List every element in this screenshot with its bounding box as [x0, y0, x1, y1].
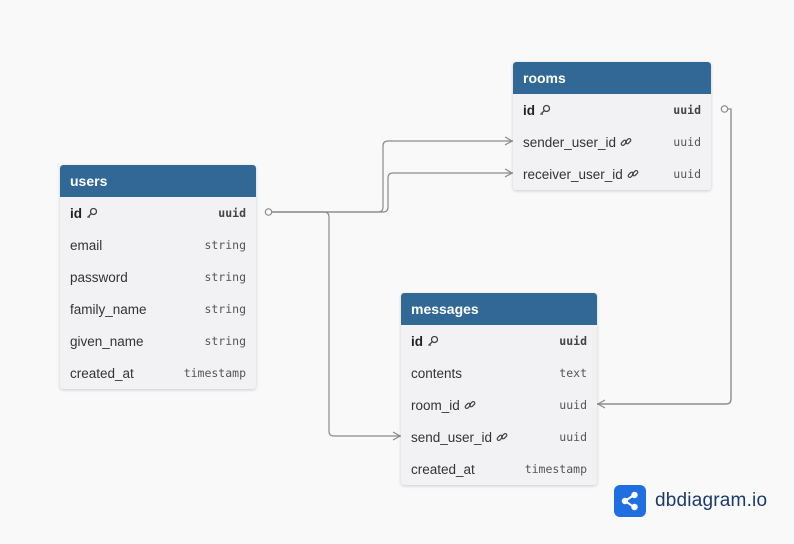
column-users-password[interactable]: password string [60, 261, 256, 293]
many-end-marker-messages-room [596, 399, 606, 409]
column-users-id[interactable]: id uuid [60, 197, 256, 229]
one-end-marker-users-id [264, 208, 273, 216]
column-users-email[interactable]: email string [60, 229, 256, 261]
column-name: created_at [70, 366, 134, 381]
column-name: room_id [411, 398, 476, 413]
column-name: id [411, 334, 439, 349]
column-name: password [70, 270, 128, 285]
relationship-rooms-messages-room-line [597, 108, 732, 405]
column-name-text: given_name [70, 333, 144, 349]
link-icon [496, 431, 508, 443]
column-name-text: id [411, 333, 423, 349]
column-type: uuid [559, 334, 587, 348]
link-icon [620, 136, 632, 148]
column-users-family_name[interactable]: family_name string [60, 293, 256, 325]
column-rooms-id[interactable]: id uuid [513, 94, 711, 126]
column-name-text: send_user_id [411, 429, 493, 445]
column-name: contents [411, 366, 462, 381]
link-icon [464, 399, 476, 411]
column-messages-id[interactable]: id uuid [401, 325, 597, 357]
column-messages-contents[interactable]: contents text [401, 357, 597, 389]
key-icon [427, 335, 439, 347]
column-name-text: password [70, 269, 128, 285]
column-type: string [204, 238, 246, 252]
column-name-text: id [523, 102, 535, 118]
column-type: uuid [218, 206, 246, 220]
column-name-text: created_at [411, 461, 475, 477]
many-end-marker-rooms-receiver [504, 168, 514, 178]
column-name: email [70, 238, 102, 253]
column-type: string [204, 302, 246, 316]
table-header-messages[interactable]: messages [401, 293, 597, 325]
column-type: uuid [673, 135, 701, 149]
column-rooms-sender_user_id[interactable]: sender_user_id uuid [513, 126, 711, 158]
column-name-text: room_id [411, 397, 460, 413]
relationship-users-rooms-sender [272, 140, 513, 213]
column-type: uuid [673, 167, 701, 181]
column-name: family_name [70, 302, 147, 317]
column-messages-room_id[interactable]: room_id uuid [401, 389, 597, 421]
column-type: string [204, 270, 246, 284]
column-users-created_at[interactable]: created_at timestamp [60, 357, 256, 389]
one-end-marker-rooms-id [720, 105, 729, 113]
column-type: timestamp [524, 462, 587, 476]
column-name: given_name [70, 334, 144, 349]
column-rooms-receiver_user_id[interactable]: receiver_user_id uuid [513, 158, 711, 190]
share-icon [614, 485, 646, 517]
logo-text: dbdiagram.io [655, 490, 768, 511]
column-type: timestamp [183, 366, 246, 380]
relationship-users-rooms-receiver [272, 172, 513, 213]
column-name-text: email [70, 237, 103, 253]
column-name: id [70, 206, 98, 221]
key-icon [539, 104, 551, 116]
column-type: uuid [673, 103, 701, 117]
column-name-text: receiver_user_id [523, 166, 623, 182]
table-header-rooms[interactable]: rooms [513, 62, 711, 94]
many-end-marker-messages-send-user [392, 431, 402, 441]
table-header-users[interactable]: users [60, 165, 256, 197]
column-name: send_user_id [411, 430, 508, 445]
column-users-given_name[interactable]: given_name string [60, 325, 256, 357]
key-icon [86, 207, 98, 219]
many-end-marker-rooms-sender [504, 136, 514, 146]
column-name: id [523, 103, 551, 118]
column-name-text: created_at [70, 365, 134, 381]
relationship-users-messages-send-user [272, 211, 401, 437]
dbdiagram-logo[interactable]: dbdiagram.io [614, 485, 767, 517]
column-name-text: id [70, 205, 82, 221]
column-messages-created_at[interactable]: created_at timestamp [401, 453, 597, 485]
column-type: string [204, 334, 246, 348]
column-name: sender_user_id [523, 135, 632, 150]
column-name-text: family_name [70, 301, 147, 317]
column-type: text [559, 366, 587, 380]
column-name: receiver_user_id [523, 167, 639, 182]
column-type: uuid [559, 398, 587, 412]
column-name-text: sender_user_id [523, 134, 617, 150]
link-icon [627, 168, 639, 180]
column-name: created_at [411, 462, 475, 477]
column-messages-send_user_id[interactable]: send_user_id uuid [401, 421, 597, 453]
column-name-text: contents [411, 365, 463, 381]
column-type: uuid [559, 430, 587, 444]
